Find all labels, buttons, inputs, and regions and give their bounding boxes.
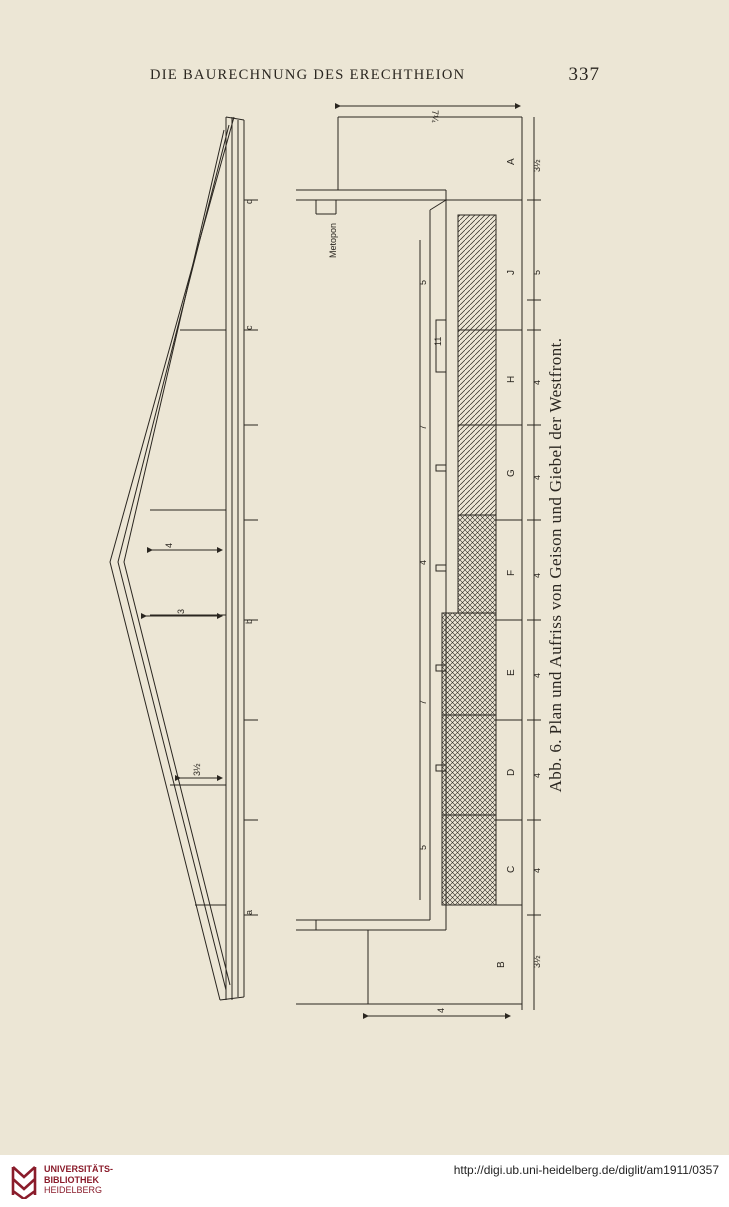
inner-dim-11: 11: [433, 337, 443, 346]
source-url-link[interactable]: http://digi.ub.uni-heidelberg.de/diglit/…: [453, 1163, 719, 1177]
right-dim-8: 3½: [532, 955, 542, 968]
block-letter-J: J: [506, 270, 517, 275]
scanned-page: DIE BAURECHNUNG DES ERECHTHEION 337: [109, 64, 600, 1019]
right-dim-4: 4: [532, 573, 542, 578]
pediment-letter-d: d: [244, 199, 254, 204]
library-footer: UNIVERSITÄTS- BIBLIOTHEK HEIDELBERG http…: [0, 1155, 729, 1207]
inner-dim-5-top: 5: [418, 280, 428, 285]
pediment-dim-3: 3: [176, 609, 186, 614]
pediment-dim-4: 4: [164, 543, 174, 548]
hatched-blocks: [457, 214, 497, 516]
pediment-letter-a: a: [244, 910, 254, 915]
pediment-inner-roof-2: [123, 129, 231, 986]
library-name: UNIVERSITÄTS- BIBLIOTHEK HEIDELBERG: [44, 1164, 113, 1196]
inner-dim-5-bottom: 5: [418, 845, 428, 850]
cross-hatched-blocks: [441, 612, 497, 906]
block-letter-E: E: [506, 669, 517, 676]
pediment-letter-b: b: [244, 619, 254, 624]
inner-dim-4: 4: [418, 560, 428, 565]
running-header: DIE BAURECHNUNG DES ERECHTHEION 337: [150, 64, 600, 91]
running-title: DIE BAURECHNUNG DES ERECHTHEION: [150, 67, 466, 83]
figure-caption-text: Abb. 6. Plan und Aufriss von Geison und …: [546, 337, 565, 793]
pediment-letter-c: c: [244, 325, 254, 330]
right-dim-5: 4: [532, 673, 542, 678]
geison-plan: [296, 103, 541, 1019]
pediment-elevation: [109, 116, 258, 1001]
metopon-label: Metopon: [328, 223, 338, 258]
page-number: 337: [568, 64, 600, 85]
inner-dim-7-bottom: 7: [418, 700, 428, 705]
right-dim-2: 4: [532, 380, 542, 385]
block-letter-A: A: [506, 158, 517, 165]
inner-dim-7-top: 7: [418, 425, 428, 430]
right-dim-1: 5: [532, 270, 542, 275]
pediment-inner-roof: [117, 124, 230, 991]
library-name-line3: HEIDELBERG: [44, 1185, 103, 1195]
pediment-outer-roof: [109, 116, 235, 1001]
pediment-dim-3-half: 3½: [192, 763, 202, 776]
block-letter-F: F: [506, 570, 517, 576]
right-dim-6: 4: [532, 773, 542, 778]
library-name-line1: UNIVERSITÄTS-: [44, 1164, 114, 1174]
block-letter-D: D: [506, 769, 517, 776]
library-name-line2: BIBLIOTHEK: [44, 1174, 99, 1185]
architectural-figure: d c b a 4 3 3½: [109, 103, 542, 1019]
block-letter-C: C: [506, 866, 517, 873]
small-dim-4: 4: [436, 1008, 446, 1013]
right-dim-3: 4: [532, 475, 542, 480]
library-logo-icon: [11, 1166, 37, 1199]
right-dim-7: 4: [532, 868, 542, 873]
block-letter-G: G: [506, 469, 517, 477]
block-letter-H: H: [506, 376, 517, 383]
block-letter-B: B: [496, 961, 507, 968]
top-dim-label: 7¼: [430, 110, 440, 123]
right-dim-0: 3½: [532, 159, 542, 172]
